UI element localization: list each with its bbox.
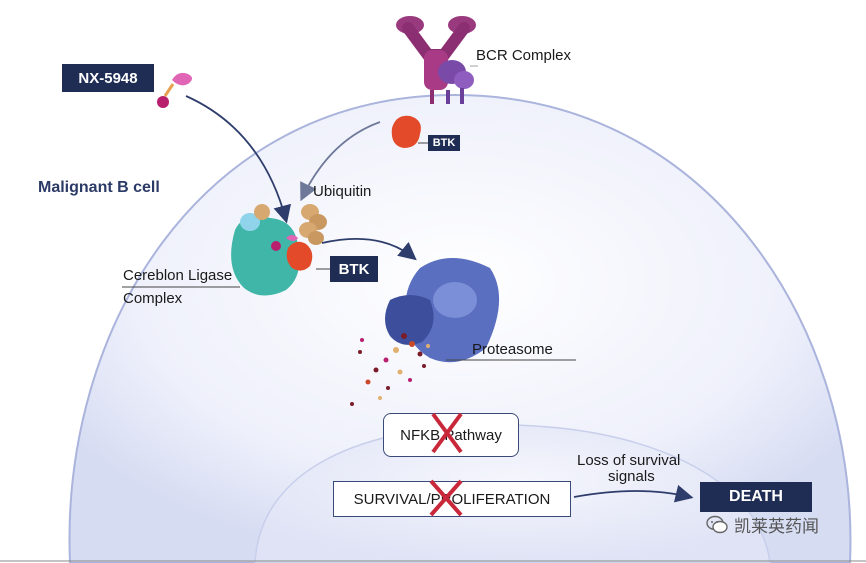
ubiquitin-chain [299, 204, 327, 245]
cereblon-label-line1: Cereblon Ligase [123, 267, 233, 284]
loss-signals-line2: signals [608, 468, 655, 485]
watermark-text: 凯莱英药闻 [734, 517, 819, 536]
bcr-complex-receptor [396, 16, 476, 104]
survival-proliferation-box: SURVIVAL/PROLIFERATION [333, 481, 571, 517]
nx5948-box: NX-5948 [62, 64, 154, 92]
cross-survival-icon [429, 479, 463, 517]
arrow-to-death [573, 484, 694, 503]
ubiquitin-label: Ubiquitin [313, 183, 372, 200]
arrow-complex-to-proteasome [321, 238, 417, 261]
nfkb-pathway-box: NFKB Pathway [383, 413, 519, 457]
cereblon-label-line2: Complex [123, 290, 183, 307]
death-box: DEATH [700, 482, 812, 512]
wechat-icon [706, 515, 728, 533]
arrow-btk-to-ligase [300, 121, 381, 202]
loss-signals-line1: Loss of survival [577, 452, 681, 469]
arrow-drug-to-complex [185, 95, 291, 224]
btk-protein-free [391, 115, 421, 148]
protein-fragments [350, 333, 430, 406]
proteasome-label: Proteasome [472, 341, 553, 358]
proteasome [385, 258, 500, 363]
nx5948-molecule [157, 72, 192, 108]
cross-nfkb-icon [431, 412, 463, 454]
bcr-complex-label: BCR Complex [476, 47, 572, 64]
cereblon-ligase-complex [231, 204, 313, 296]
btk-large-box: BTK [330, 256, 378, 282]
malignant-b-cell-label: Malignant B cell [38, 179, 160, 196]
btk-small-box: BTK [428, 135, 460, 151]
watermark: 凯莱英药闻 [706, 512, 819, 537]
